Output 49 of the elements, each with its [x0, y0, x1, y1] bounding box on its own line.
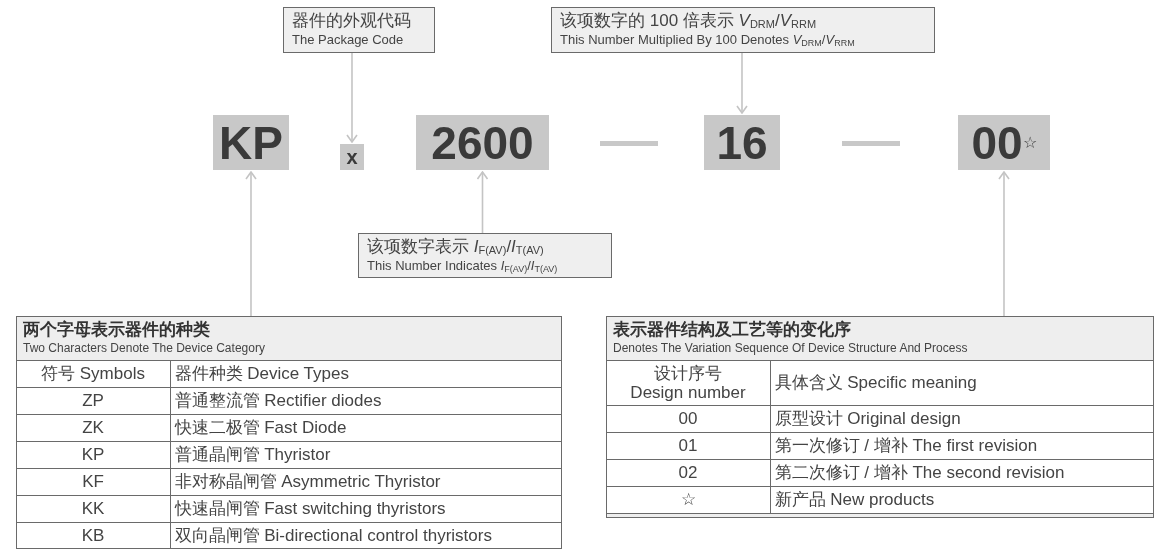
table-cell: ZP	[17, 387, 170, 415]
table-cell: 非对称晶闸管 Asymmetric Thyristor	[170, 468, 561, 496]
code-box: 2600	[416, 115, 549, 170]
callout-subtitle: The Package Code	[292, 31, 405, 48]
callout-subtitle: This Number Indicates I$_{F(AV)}$/I$_{T(AV)}$	[367, 257, 559, 274]
table-title: 两个字母表示器件的种类	[23, 320, 211, 340]
table-cell: 第二次修订 / 增补 The second revision	[770, 459, 1153, 487]
table-title: 表示器件结构及工艺等的变化序	[613, 320, 852, 340]
table-cell: 快速晶闸管 Fast switching thyristors	[170, 495, 561, 523]
table-cell: 设计序号 Design number	[607, 360, 770, 406]
table-cell: 02	[607, 459, 770, 487]
table-cell: KF	[17, 468, 170, 496]
table-cell: 01	[607, 432, 770, 460]
arrow	[476, 171, 489, 234]
arrow	[998, 171, 1010, 317]
arrow	[736, 52, 748, 114]
callout-box	[358, 233, 612, 278]
callout-title: 该项数字表示 I$_{F(AV)}$/I$_{T(AV)}$	[367, 236, 545, 257]
table-cell: KK	[17, 495, 170, 523]
callout-box	[551, 7, 935, 53]
table-cell: 普通晶闸管 Thyristor	[170, 441, 561, 469]
callout-title: 该项数字的 100 倍表示 V$_{DRM}$/V$_{RRM}$	[560, 10, 818, 31]
table-cell: KP	[17, 441, 170, 469]
table-subtitle: Two Characters Denote The Device Category	[23, 340, 266, 356]
table-cell: 具体含义 Specific meaning	[770, 360, 1153, 406]
table-cell: 快速二极管 Fast Diode	[170, 414, 561, 442]
callout-box	[283, 7, 435, 53]
table-panel	[606, 316, 1154, 518]
callout-title: 器件的外观代码	[292, 10, 412, 31]
table-cell: 原型设计 Original design	[770, 405, 1153, 433]
arrow	[346, 52, 358, 143]
code-box: 16	[704, 115, 780, 170]
table-cell: ZK	[17, 414, 170, 442]
table-cell: 00	[607, 405, 770, 433]
table-cell: KB	[17, 522, 170, 548]
code-box: 00$^{☆}$	[958, 115, 1050, 170]
table-cell: 器件种类 Device Types	[170, 360, 561, 388]
code-box: KP	[213, 115, 289, 170]
table-panel	[16, 316, 562, 549]
table-cell: 符号 Symbols	[17, 360, 170, 388]
table-cell: 普通整流管 Rectifier diodes	[170, 387, 561, 415]
callout-subtitle: This Number Multiplied By 100 Denotes V$_{DRM}$/V$_{RRM}$	[560, 31, 856, 48]
table-cell: 第一次修订 / 增补 The first revision	[770, 432, 1153, 460]
table-cell: 新产品 New products	[770, 486, 1153, 514]
table-cell: 双向晶闸管 Bi-directional control thyristors	[170, 522, 561, 548]
arrow	[245, 171, 257, 317]
table-subtitle: Denotes The Variation Sequence Of Device Structure And Process	[613, 340, 969, 356]
table-cell: ☆	[607, 486, 770, 514]
code-box: x	[340, 144, 364, 170]
